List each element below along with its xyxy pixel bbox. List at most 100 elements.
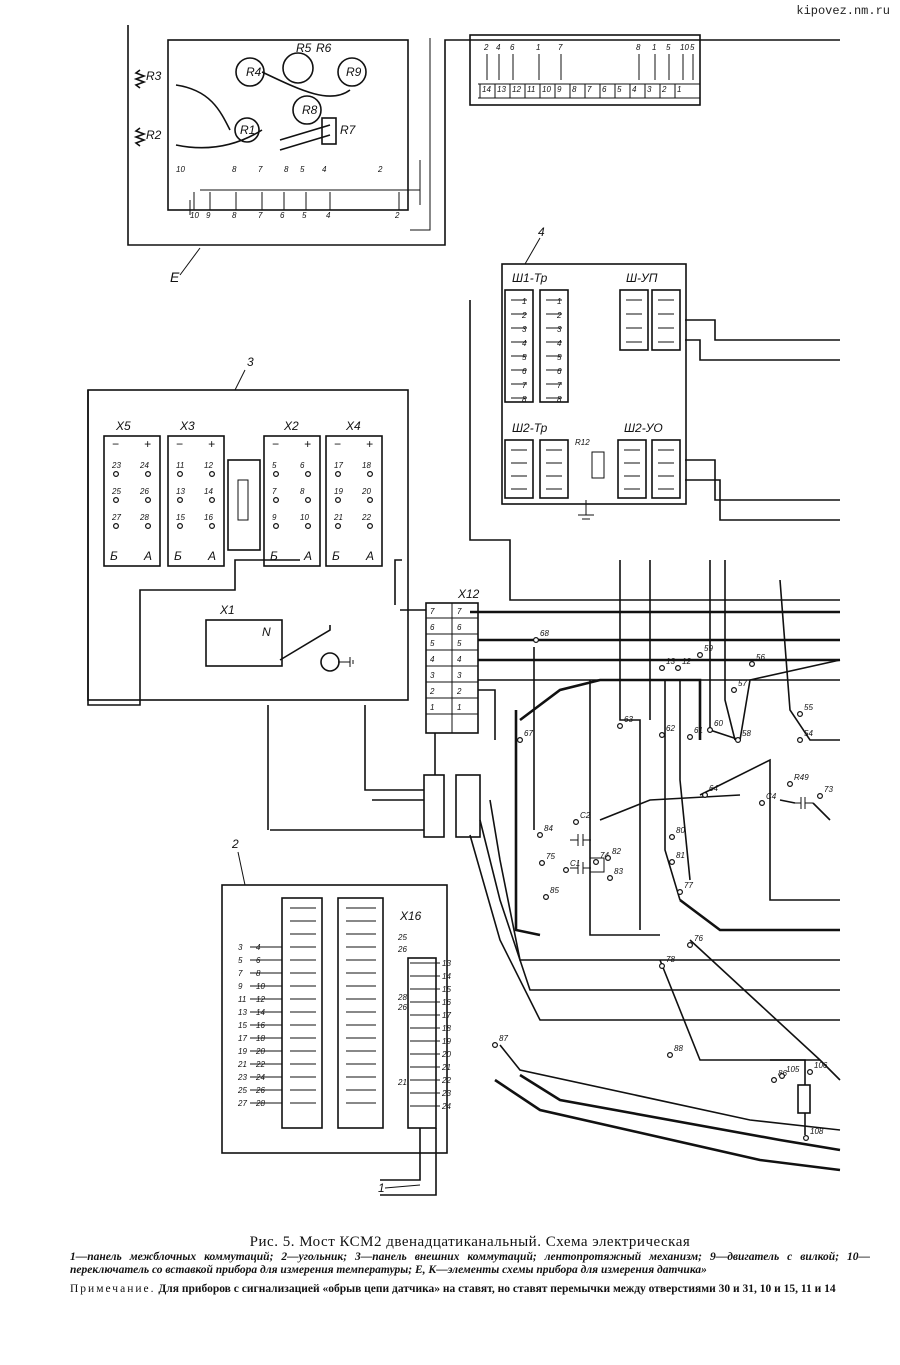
schematic-node — [658, 731, 665, 738]
e-terminal-bottom: 9 — [206, 211, 211, 220]
x16-left-pin: 17 — [238, 1034, 247, 1043]
x16-left-pin: 9 — [238, 982, 243, 991]
terminal-dot — [209, 522, 216, 529]
caption-note: Примечание. Для приборов с сигнализацией… — [70, 1283, 870, 1296]
resistor-label: R3 — [146, 69, 162, 83]
node-label: 68 — [540, 629, 549, 638]
x16-right-pin: 22 — [441, 1076, 451, 1085]
terminal-dot — [145, 471, 152, 478]
x16-right-pin: 16 — [442, 998, 451, 1007]
e-terminal-bottom: 6 — [280, 211, 285, 220]
labels: E 4 3 2 1 Ш1-Тр Ш-УП Ш2-Тр Ш2-УО R12 X5 … — [115, 225, 663, 1195]
pole-minus: − — [112, 437, 119, 451]
node-label: 75 — [546, 852, 555, 861]
node-label: 88 — [674, 1044, 683, 1053]
strip-top-pin: 10 — [680, 43, 689, 52]
node-label: 61 — [694, 726, 703, 735]
pin-number: 7 — [522, 381, 527, 390]
x16-left-pin: 27 — [237, 1099, 247, 1108]
terminal-dot — [305, 522, 312, 529]
pin-number: 8 — [522, 395, 527, 404]
x16-left-pin: 11 — [238, 995, 246, 1004]
terminal-dot — [367, 522, 374, 529]
side-a: А — [365, 549, 374, 563]
e-terminal-inner: 5 — [300, 165, 305, 174]
label-x5: X5 — [115, 419, 131, 433]
terminal-pin: 8 — [300, 487, 305, 496]
terminal-dot — [209, 471, 216, 478]
side-a: А — [143, 549, 152, 563]
resistor-label: R2 — [146, 128, 162, 142]
pin-number: 6 — [522, 367, 527, 376]
terminal-dot — [112, 471, 119, 478]
terminal-pin: 7 — [272, 487, 277, 496]
strip-top-pin: 4 — [496, 43, 501, 52]
e-terminal-bottom: 8 — [232, 211, 237, 220]
node-label: 84 — [544, 824, 553, 833]
node-label: 63 — [624, 715, 633, 724]
schematic-node — [592, 858, 599, 865]
pole-plus: + — [144, 437, 151, 451]
label-x1: X1 — [219, 603, 235, 617]
x12-pin-left: 3 — [430, 671, 435, 680]
schematic-node — [572, 818, 579, 825]
caption-note-body: Для приборов с сигнализацией «обрыв цепи… — [158, 1283, 836, 1295]
x16-left-pin: 23 — [237, 1073, 247, 1082]
pin-number: 1 — [557, 297, 561, 306]
e-terminal-inner: 2 — [377, 165, 383, 174]
schematic-node — [696, 651, 703, 658]
terminal-pin: 12 — [204, 461, 213, 470]
side-b: Б — [110, 549, 118, 563]
terminal-dot — [273, 471, 280, 478]
side-b: Б — [174, 549, 182, 563]
caption-legend: 1—панель межблочных коммутаций; 2—угольн… — [70, 1251, 870, 1276]
schematic-node — [786, 780, 793, 787]
label-n: N — [262, 625, 271, 639]
node-label: 62 — [666, 724, 675, 733]
x16-mid-number: 28 — [397, 993, 407, 1002]
pin-number: 8 — [557, 395, 562, 404]
terminal-pin: 15 — [176, 513, 185, 522]
schematic-node — [686, 733, 693, 740]
terminal-dot — [305, 497, 312, 504]
terminal-pin: 19 — [334, 487, 343, 496]
terminal-pin: 5 — [272, 461, 277, 470]
x16-left-pin: 3 — [238, 943, 243, 952]
strip-bottom-pin: 14 — [482, 85, 491, 94]
schematic-node — [734, 736, 741, 743]
strip-top-pin: 1 — [652, 43, 656, 52]
caption-title: Рис. 5. Мост КСМ2 двенадцатиканальный. С… — [249, 1234, 691, 1250]
strip-bottom-pin: 11 — [527, 85, 535, 94]
terminal-pin: 10 — [300, 513, 309, 522]
x16-right-pin: 20 — [441, 1050, 451, 1059]
x12-pin-left: 2 — [429, 687, 435, 696]
x16-right-pin: 23 — [441, 1089, 451, 1098]
node-label: 73 — [824, 785, 833, 794]
resistor-label: R1 — [240, 123, 255, 137]
x16-mid-number: 21 — [397, 1078, 407, 1087]
x12-pin-left: 7 — [430, 607, 435, 616]
strip-bottom-pin: 2 — [661, 85, 667, 94]
node-label: 56 — [756, 653, 765, 662]
schematic-node — [562, 866, 569, 873]
strip-top-pin: 5 — [666, 43, 671, 52]
terminal-pin: 20 — [361, 487, 371, 496]
strip-top-pin: 8 — [636, 43, 641, 52]
schematic-node — [806, 1068, 813, 1075]
x16-mid-number: 25 — [397, 933, 407, 942]
node-label: 54 — [804, 729, 813, 738]
strip-bottom-pin: 6 — [602, 85, 607, 94]
strip-top-pin: 5 — [690, 43, 695, 52]
schematic-node — [730, 686, 737, 693]
node-label: 58 — [742, 729, 751, 738]
caption-note-head: Примечание. — [70, 1283, 156, 1295]
strip-bottom-pin: 13 — [497, 85, 506, 94]
side-b: Б — [270, 549, 278, 563]
terminal-dot — [112, 522, 119, 529]
strip-top-pin: 1 — [536, 43, 540, 52]
strip-bottom-pin: 5 — [617, 85, 622, 94]
terminal-dot — [177, 522, 184, 529]
resistor-label: R7 — [340, 123, 357, 137]
